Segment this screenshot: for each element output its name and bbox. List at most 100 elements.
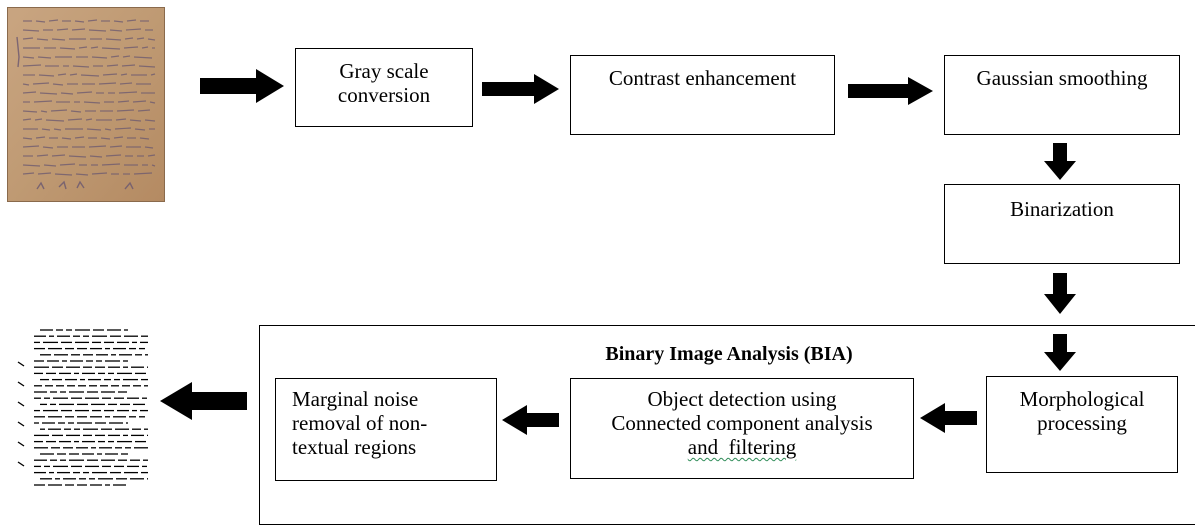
arrow-down-3 xyxy=(1044,334,1076,371)
output-margin-mark xyxy=(17,361,25,367)
step-label-line: removal of non- xyxy=(292,411,428,435)
step-label-line: textual regions xyxy=(292,435,417,459)
arrow-left-output xyxy=(160,382,247,420)
manuscript-script-stroke xyxy=(126,19,137,22)
manuscript-script-stroke xyxy=(45,119,65,122)
step-label-line: Gaussian smoothing xyxy=(976,66,1148,90)
manuscript-script-stroke xyxy=(48,19,59,22)
manuscript-script-stroke xyxy=(22,172,35,175)
step-label-line: Binarization xyxy=(1010,197,1114,221)
manuscript-script-stroke xyxy=(22,118,32,121)
manuscript-script-stroke xyxy=(80,74,100,77)
step-label-line: processing xyxy=(1037,411,1127,435)
step-label-line: and filtering xyxy=(571,435,913,459)
manuscript-script-stroke xyxy=(141,46,149,49)
arrow-right-1 xyxy=(200,69,284,103)
manuscript-script-stroke xyxy=(102,73,118,76)
manuscript-script-stroke xyxy=(149,101,156,104)
step-label-line: Connected component analysis xyxy=(611,411,873,435)
manuscript-script-stroke xyxy=(51,38,66,41)
manuscript-script-stroke xyxy=(113,136,124,139)
manuscript-script-stroke xyxy=(36,154,49,157)
manuscript-script-stroke xyxy=(144,146,154,149)
manuscript-script-stroke xyxy=(33,100,53,103)
manuscript-script-stroke xyxy=(137,109,151,112)
output-binary-image xyxy=(10,322,155,494)
step-label-line: Contrast enhancement xyxy=(608,66,797,90)
manuscript-script-stroke xyxy=(61,137,72,140)
manuscript-script-stroke xyxy=(124,37,134,40)
manuscript-script-stroke xyxy=(22,37,34,40)
manuscript-script-stroke xyxy=(42,146,54,149)
manuscript-script-stroke xyxy=(116,109,135,112)
manuscript-script-stroke xyxy=(43,164,57,167)
arrow-right-3 xyxy=(848,77,933,105)
manuscript-script-stroke xyxy=(109,29,123,32)
manuscript-script-stroke xyxy=(133,56,153,59)
arrow-right-2 xyxy=(482,74,559,104)
manuscript-script-stroke xyxy=(139,137,150,140)
manuscript-script-stroke xyxy=(22,64,42,67)
step-object-detection: Object detection using Connected compone… xyxy=(570,378,914,479)
manuscript-script-stroke xyxy=(105,154,122,157)
step-gaussian-smoothing: Gaussian smoothing xyxy=(944,55,1180,135)
manuscript-script-stroke xyxy=(114,127,132,130)
manuscript-script-stroke xyxy=(57,73,67,76)
manuscript-script-stroke xyxy=(132,100,147,103)
manuscript-script-stroke xyxy=(56,28,69,31)
step-grayscale-conversion: Gray scale conversion xyxy=(295,48,473,127)
manuscript-script-stroke xyxy=(115,118,127,121)
step-label-line: Morphological xyxy=(1019,387,1145,411)
manuscript-script-stroke xyxy=(22,56,35,59)
manuscript-script-stroke xyxy=(68,155,87,158)
manuscript-script-stroke xyxy=(35,20,46,23)
manuscript-script-stroke xyxy=(34,118,43,121)
manuscript-script-stroke xyxy=(75,173,89,176)
manuscript-script-stroke xyxy=(85,118,93,121)
step-marginal-noise-removal: Marginal noise removal of non- textual r… xyxy=(275,378,497,481)
manuscript-script-stroke xyxy=(35,136,46,139)
manuscript-script-stroke xyxy=(40,110,48,113)
manuscript-script-stroke xyxy=(51,154,66,157)
manuscript-script-stroke xyxy=(67,118,83,121)
manuscript-script-stroke xyxy=(147,38,156,41)
manuscript-script-stroke xyxy=(89,155,103,158)
step-label-line: Marginal noise xyxy=(292,387,419,411)
manuscript-script-stroke xyxy=(150,73,156,76)
manuscript-script-stroke xyxy=(22,110,38,113)
manuscript-script-stroke xyxy=(138,65,156,68)
manuscript-script-stroke xyxy=(59,47,76,50)
manuscript-script-stroke xyxy=(37,56,52,59)
manuscript-script-stroke xyxy=(125,28,142,31)
manuscript-script-stroke xyxy=(123,46,139,49)
manuscript-script-stroke xyxy=(129,119,142,122)
manuscript-script-stroke xyxy=(53,128,62,131)
manuscript-script-stroke xyxy=(134,128,146,131)
manuscript-script-stroke xyxy=(59,163,76,166)
manuscript-script-stroke xyxy=(121,64,136,67)
manuscript-script-stroke xyxy=(38,74,55,77)
input-manuscript-image xyxy=(7,7,165,202)
manuscript-script-stroke xyxy=(88,145,107,148)
manuscript-script-stroke xyxy=(113,20,124,23)
manuscript-script-stroke xyxy=(110,55,120,58)
spellcheck-underlined-text: and filtering xyxy=(687,435,797,459)
manuscript-script-stroke xyxy=(83,101,101,104)
manuscript-script-stroke xyxy=(70,110,82,113)
manuscript-script-stroke xyxy=(106,64,119,67)
output-margin-mark xyxy=(17,441,25,447)
output-margin-mark xyxy=(17,381,25,387)
arrow-left-1 xyxy=(920,403,977,433)
manuscript-script-stroke xyxy=(50,109,68,112)
manuscript-script-stroke xyxy=(37,172,52,175)
manuscript-script-stroke xyxy=(144,119,156,122)
manuscript-script-stroke xyxy=(22,29,40,32)
bia-title: Binary Image Analysis (BIA) xyxy=(605,343,853,365)
manuscript-script-stroke xyxy=(72,65,90,68)
manuscript-script-stroke xyxy=(69,73,78,76)
manuscript-script-stroke xyxy=(105,38,122,41)
manuscript-script-stroke xyxy=(100,137,111,140)
manuscript-script-stroke xyxy=(88,29,107,32)
manuscript-script-stroke xyxy=(133,172,153,175)
manuscript-script-stroke xyxy=(90,46,99,49)
